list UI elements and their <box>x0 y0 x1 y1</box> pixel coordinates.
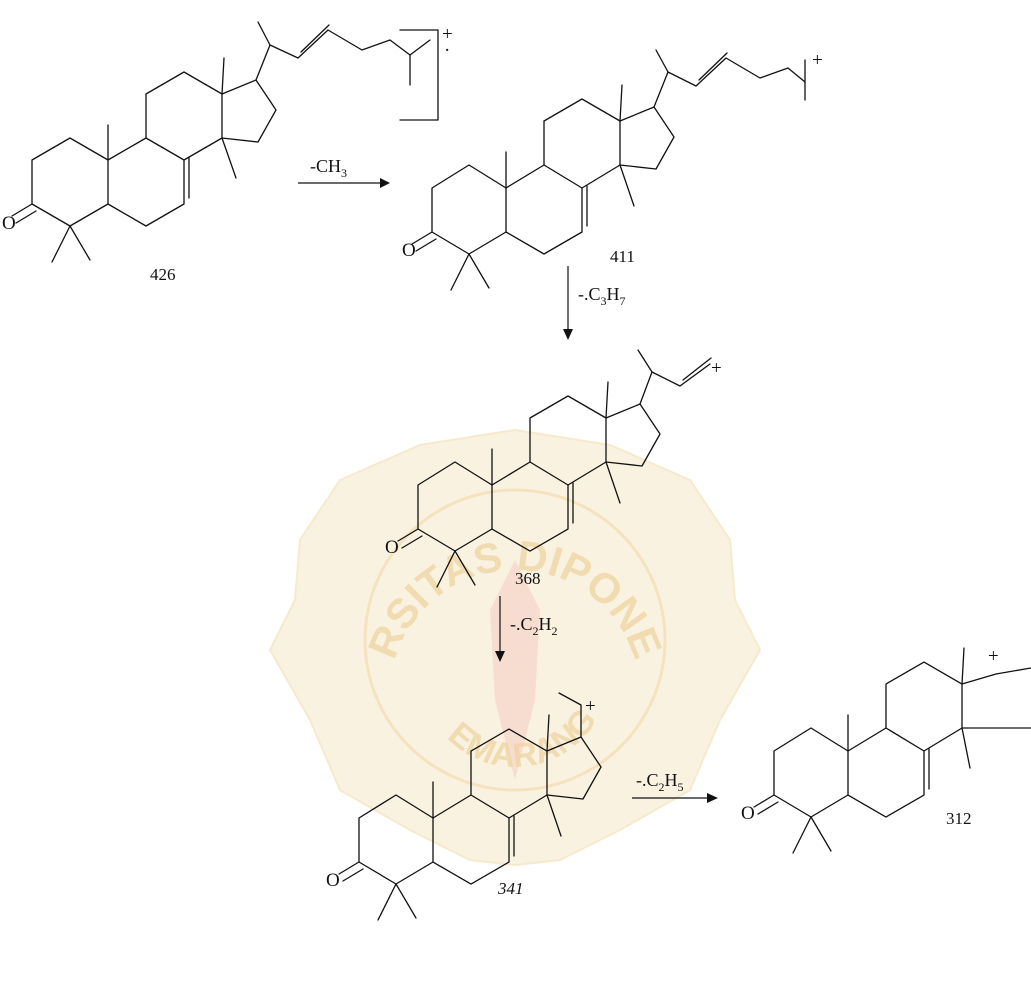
charge-312: + <box>988 646 999 667</box>
charge-341: + <box>585 696 596 717</box>
structure-411 <box>411 49 806 291</box>
arrow-341-to-312 <box>632 793 718 803</box>
reagent-label-step2: -.C3H7 <box>578 284 626 308</box>
structure-312 <box>753 647 1031 854</box>
charge-411: + <box>812 50 823 71</box>
reagent-label-step4: -.C2H5 <box>636 770 684 794</box>
reagent-label-step3: -.C2H2 <box>510 614 558 638</box>
mz-label-368: 368 <box>515 569 541 588</box>
watermark-shield-shape <box>268 428 762 867</box>
radical-dot-426: · <box>444 40 450 61</box>
structure-341 <box>338 692 602 921</box>
arrow-368-to-341 <box>495 596 505 662</box>
oxygen-atom-426: O <box>2 213 16 234</box>
watermark-emblem <box>490 560 540 780</box>
mz-label-426: 426 <box>150 265 176 284</box>
arrow-426-to-411 <box>298 178 390 188</box>
mz-label-341: 341 <box>497 879 524 898</box>
reagent-label-step1: -CH3 <box>310 156 347 180</box>
watermark-ring <box>363 488 667 792</box>
charge-426: + <box>442 24 453 45</box>
university-watermark-seal: UNIVERSITAS DIPONEGORO SEMARANG <box>0 0 762 867</box>
oxygen-atom-312: O <box>741 803 755 824</box>
oxygen-atom-341: O <box>326 870 340 891</box>
charge-368: + <box>711 358 722 379</box>
mz-label-411: 411 <box>610 247 635 266</box>
oxygen-atom-411: O <box>402 240 416 261</box>
oxygen-atom-368: O <box>385 537 399 558</box>
structure-368 <box>397 349 712 588</box>
mz-label-312: 312 <box>946 809 972 828</box>
arrow-411-to-368 <box>563 266 573 340</box>
structure-426 <box>11 21 439 263</box>
